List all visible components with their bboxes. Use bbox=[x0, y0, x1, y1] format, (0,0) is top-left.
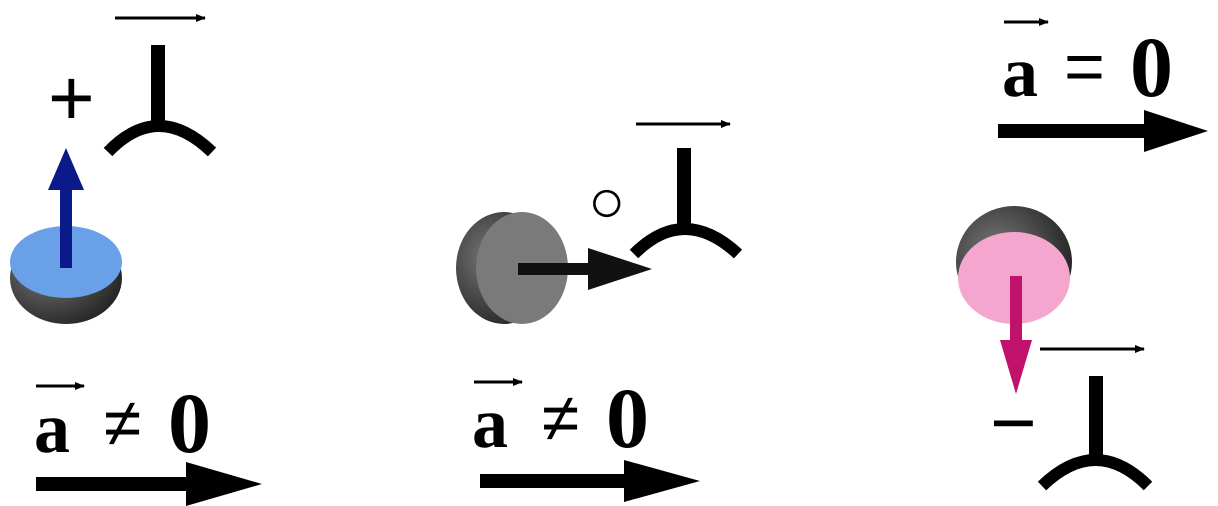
accel-relation: ≠ bbox=[104, 385, 141, 461]
current-arc-icon bbox=[108, 126, 212, 152]
accel-label-left: a ≠ 0 bbox=[34, 375, 211, 471]
disk-right bbox=[956, 206, 1072, 394]
accel-value: 0 bbox=[606, 370, 649, 466]
panel-right: a = 0 − bbox=[956, 19, 1208, 486]
big-arrow-left bbox=[36, 462, 262, 506]
spin-arrowhead-up-icon bbox=[48, 148, 84, 190]
spin-arrow-right-icon bbox=[518, 263, 596, 275]
accel-symbol: a bbox=[472, 383, 508, 463]
big-arrowhead-icon bbox=[624, 460, 700, 502]
big-arrowhead-icon bbox=[1144, 110, 1208, 152]
charge-sign-middle: ○ bbox=[588, 167, 625, 236]
accel-relation: ≠ bbox=[542, 380, 579, 456]
charge-sign-left: + bbox=[48, 53, 95, 142]
current-symbol-right bbox=[1040, 349, 1148, 486]
accel-label-middle: a ≠ 0 bbox=[472, 370, 649, 466]
current-symbol-middle bbox=[634, 124, 738, 254]
accel-symbol: a bbox=[34, 388, 70, 468]
big-arrowhead-icon bbox=[186, 462, 262, 506]
accel-label-right: a = 0 bbox=[1002, 19, 1173, 115]
accel-value: 0 bbox=[1130, 19, 1173, 115]
panel-left: + a ≠ 0 bbox=[10, 18, 262, 506]
accel-value: 0 bbox=[168, 375, 211, 471]
accel-relation: = bbox=[1064, 27, 1105, 105]
disk-left bbox=[10, 148, 122, 324]
charge-sign-right: − bbox=[990, 378, 1037, 467]
spin-arrow-down-icon bbox=[1010, 276, 1022, 346]
panel-middle: ○ a ≠ 0 bbox=[456, 124, 738, 502]
spin-arrow-up-icon bbox=[60, 188, 72, 268]
current-arc-icon bbox=[1042, 460, 1148, 486]
big-arrow-right bbox=[998, 110, 1208, 152]
current-arc-icon bbox=[634, 229, 738, 254]
spin-arrowhead-right-icon bbox=[588, 248, 652, 290]
accel-symbol: a bbox=[1002, 32, 1038, 112]
current-symbol-left bbox=[108, 18, 212, 152]
big-arrow-middle bbox=[480, 460, 700, 502]
